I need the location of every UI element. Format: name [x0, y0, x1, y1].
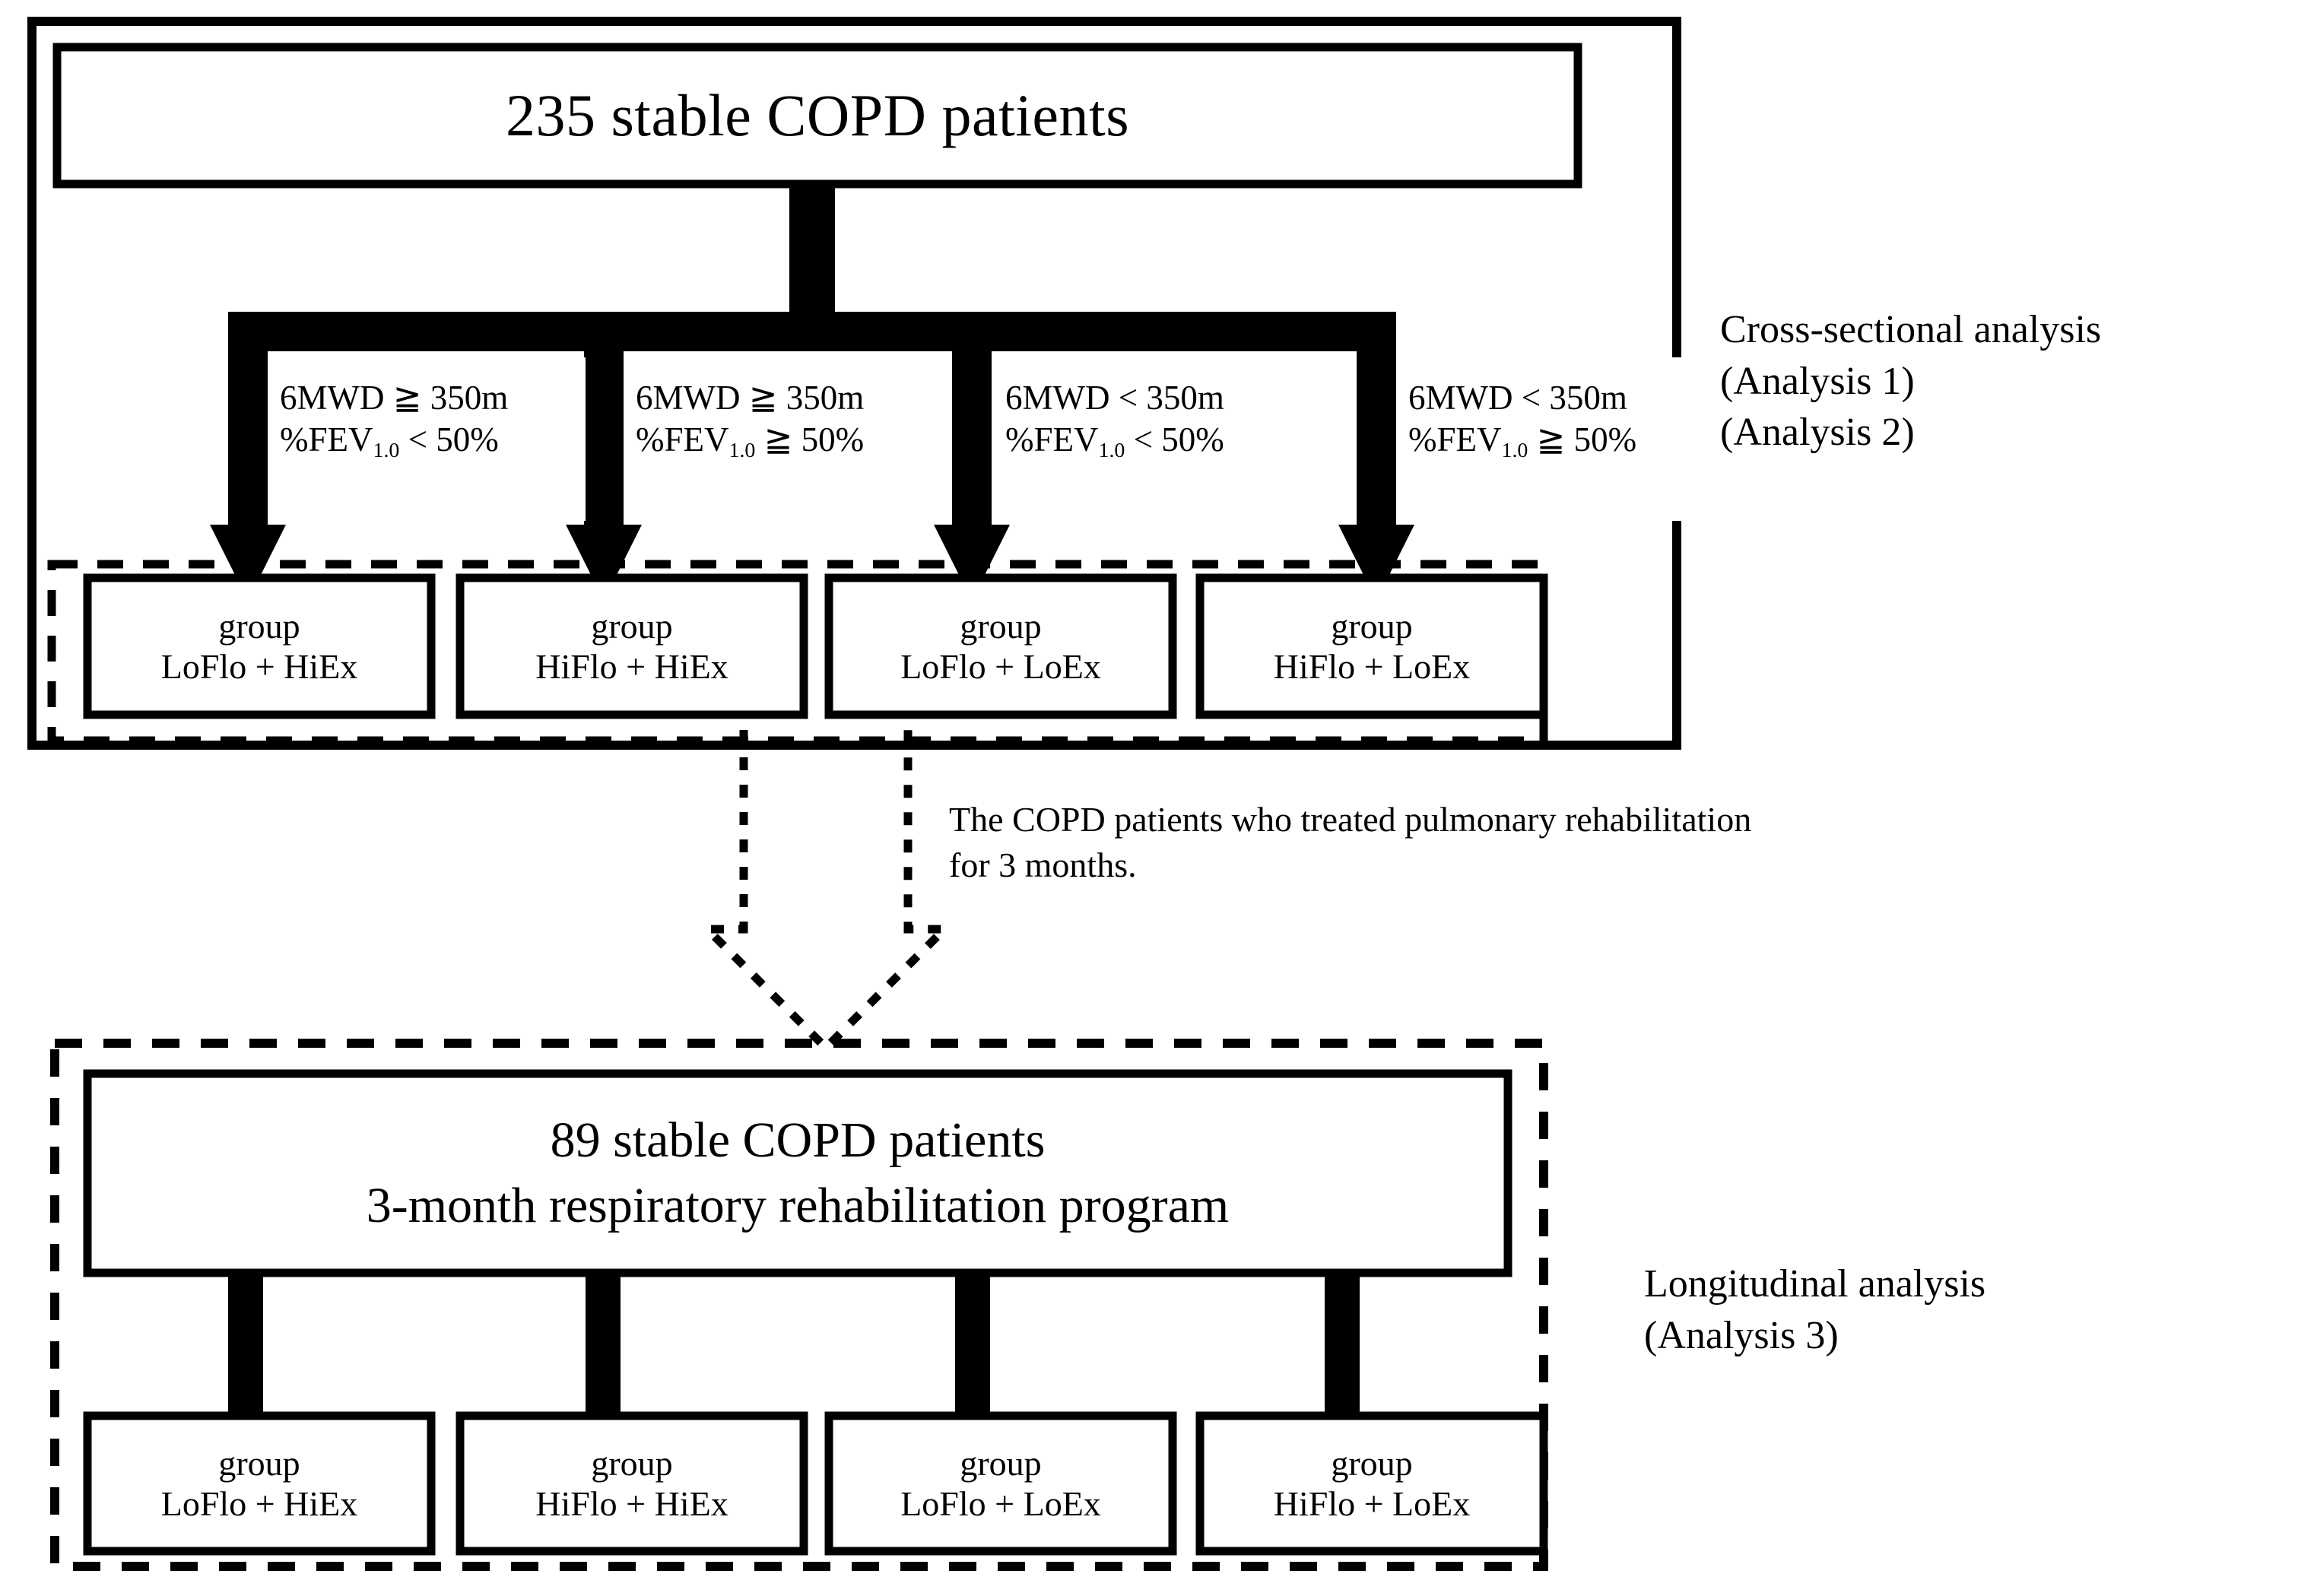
- analysis-3-label: (Analysis 3): [1644, 1313, 1839, 1357]
- top-group-label-2: group HiFlo + HiEx: [535, 606, 728, 686]
- cross-sectional-side-label: Cross-sectional analysis (Analysis 1) (A…: [1720, 304, 2298, 458]
- bottom-group-label-2: group HiFlo + HiEx: [535, 1443, 728, 1523]
- top-title-text: 235 stable COPD patients: [505, 82, 1130, 149]
- criteria-3-line-1: 6MWD < 350m: [1005, 379, 1224, 417]
- bottom-title-text: 89 stable COPD patients 3-month respirat…: [366, 1112, 1230, 1233]
- transition-note: The COPD patients who treated pulmonary …: [949, 797, 2257, 888]
- criteria-1-line-2: %FEV1.0 < 50%: [280, 420, 499, 462]
- top-group-label-1: group LoFlo + HiEx: [160, 606, 358, 686]
- trunk-horizontal: [228, 312, 1396, 351]
- arrow-to-group-1: [210, 351, 286, 601]
- criteria-4-line-2: %FEV1.0 ≧ 50%: [1408, 420, 1637, 462]
- criteria-label-3: 6MWD < 350m %FEV1.0 < 50%: [1005, 377, 1340, 464]
- criteria-label-1: 6MWD ≧ 350m %FEV1.0 < 50%: [280, 377, 599, 464]
- top-group-label-3: group LoFlo + LoEx: [900, 606, 1101, 686]
- longitudinal-title: Longitudinal analysis: [1644, 1262, 1986, 1306]
- criteria-2-line-2: %FEV1.0 ≧ 50%: [636, 420, 865, 462]
- trunk-vertical: [789, 184, 835, 313]
- transition-note-line-1: The COPD patients who treated pulmonary …: [949, 800, 1752, 839]
- top-group-label-4: group HiFlo + LoEx: [1273, 606, 1471, 686]
- transition-note-line-2: for 3 months.: [949, 845, 1137, 884]
- criteria-2-line-1: 6MWD ≧ 350m: [636, 379, 865, 417]
- criteria-1-line-1: 6MWD ≧ 350m: [280, 379, 509, 417]
- cross-sectional-title: Cross-sectional analysis: [1720, 308, 2102, 351]
- bottom-group-label-1: group LoFlo + HiEx: [160, 1443, 358, 1523]
- analysis-2-label: (Analysis 2): [1720, 411, 1915, 455]
- dotted-transition-arrow: [697, 730, 955, 1054]
- criteria-label-2: 6MWD ≧ 350m %FEV1.0 ≧ 50%: [636, 377, 963, 464]
- longitudinal-side-label: Longitudinal analysis (Analysis 3): [1644, 1258, 2252, 1361]
- criteria-label-4: 6MWD < 350m %FEV1.0 ≧ 50%: [1408, 377, 1751, 464]
- analysis-1-label: (Analysis 1): [1720, 359, 1915, 403]
- arrow-to-group-4: [1338, 351, 1414, 601]
- bottom-group-label-4: group HiFlo + LoEx: [1273, 1443, 1471, 1523]
- bottom-group-label-3: group LoFlo + LoEx: [900, 1443, 1101, 1523]
- criteria-4-line-1: 6MWD < 350m: [1408, 379, 1627, 417]
- criteria-3-line-2: %FEV1.0 < 50%: [1005, 420, 1224, 462]
